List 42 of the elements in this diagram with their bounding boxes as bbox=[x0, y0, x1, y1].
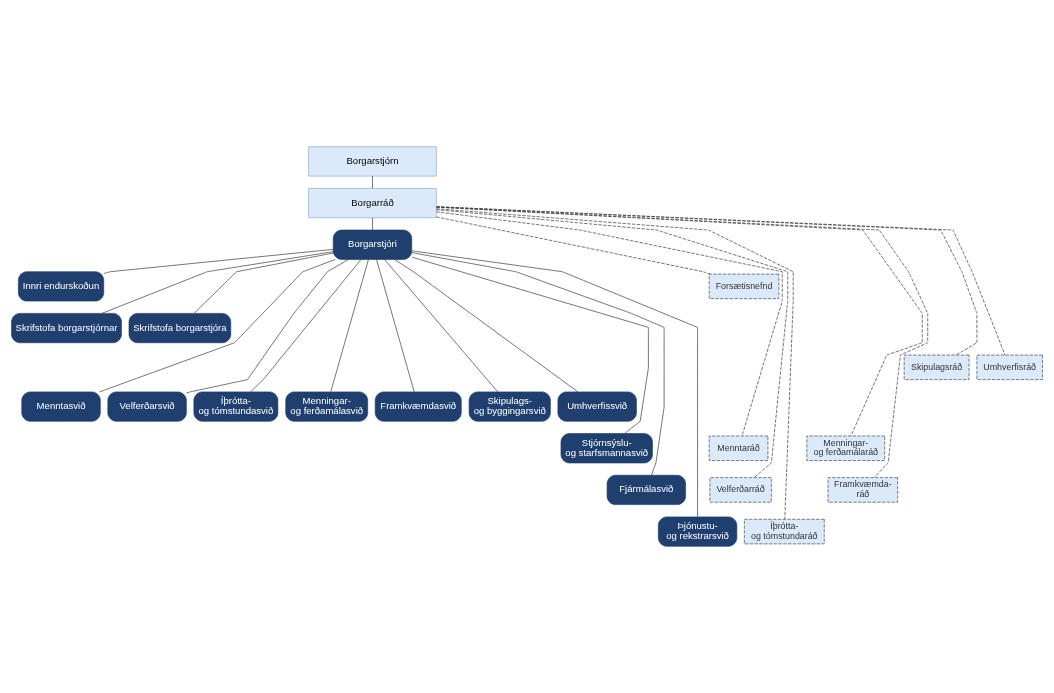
connector bbox=[436, 216, 711, 275]
node-box: Þjónustu- og rekstrarsvið bbox=[657, 516, 738, 547]
connector bbox=[103, 249, 334, 274]
node-box: Menningar- og ferðamálasvið bbox=[285, 391, 369, 422]
connector bbox=[99, 259, 336, 393]
connector bbox=[436, 206, 923, 437]
node-box: Íþrótta- og tómstundaráð bbox=[744, 518, 825, 545]
node-box: Skrifstofa borgarstjórnar bbox=[11, 313, 122, 344]
connector bbox=[101, 251, 334, 314]
connector bbox=[330, 259, 369, 393]
connector bbox=[411, 256, 649, 434]
node-box: Umhverfissvið bbox=[557, 391, 637, 422]
connector bbox=[411, 250, 698, 518]
node-box: Fjármálasvið bbox=[606, 474, 686, 505]
node-box: Skipulagsráð bbox=[903, 354, 970, 380]
node-box: Innri endurskoðun bbox=[18, 271, 105, 302]
node-box: Borgarráð bbox=[308, 188, 437, 219]
connector bbox=[372, 175, 373, 189]
node-box: Skrifstofa borgarstjóra bbox=[128, 313, 232, 344]
node-box: Menningar- og ferðamálaráð bbox=[806, 435, 886, 461]
node-box: Framkvæmdasvið bbox=[374, 391, 462, 422]
node-box: Umhverfisráð bbox=[976, 354, 1043, 380]
node-box: Velferðarsvið bbox=[107, 391, 187, 422]
connector bbox=[411, 252, 665, 476]
node-box: Menntasvið bbox=[21, 391, 101, 422]
node-box: Borgarstjóri bbox=[332, 229, 413, 260]
node-box: Menntaráð bbox=[708, 435, 769, 461]
connector bbox=[250, 259, 362, 393]
connector bbox=[394, 259, 579, 393]
node-box: Framkvæmda- ráð bbox=[827, 477, 898, 503]
node-box: Íþrótta- og tómstundasvið bbox=[193, 391, 279, 422]
node-box: Stjórnsýslu- og starfsmannasvið bbox=[560, 433, 653, 464]
node-box: Skipulags- og byggingarsvið bbox=[468, 391, 551, 422]
connector bbox=[384, 259, 498, 393]
connector bbox=[186, 259, 349, 394]
node-box: Velferðarráð bbox=[709, 477, 772, 503]
connector bbox=[436, 206, 929, 478]
connector bbox=[376, 259, 415, 393]
connector bbox=[193, 252, 334, 314]
node-box: Forsætisnefnd bbox=[708, 273, 780, 300]
node-box: Borgarstjórn bbox=[308, 146, 437, 177]
connector bbox=[372, 217, 373, 231]
